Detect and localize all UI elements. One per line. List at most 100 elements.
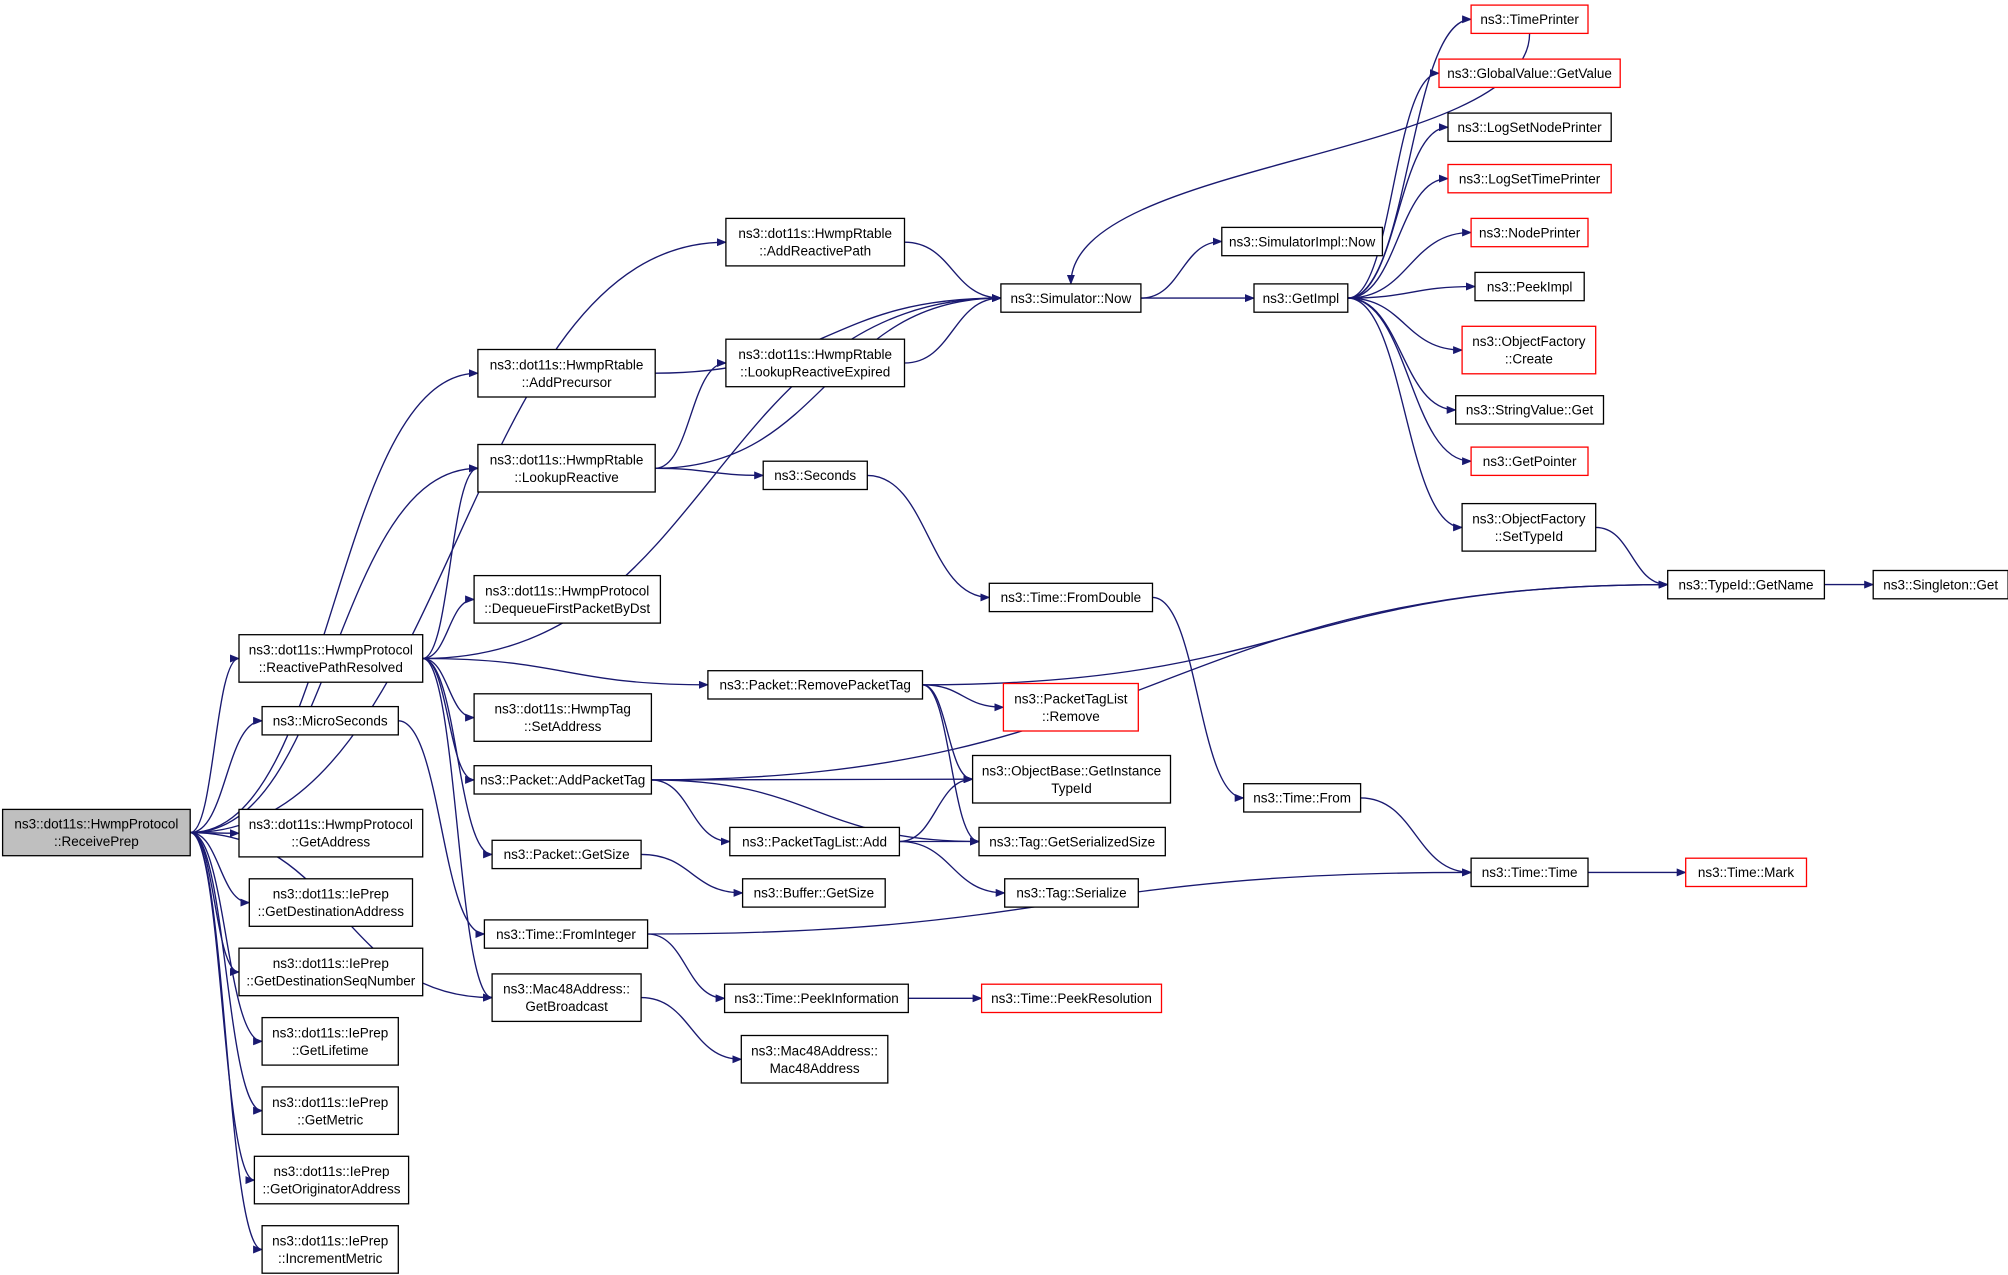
node-box [725, 338, 906, 388]
node-box [988, 582, 1154, 613]
edge-arrow [398, 720, 486, 938]
node-rt-lookup[interactable]: ns3::dot11s::HwmpRtable::LookupReactive [477, 443, 656, 493]
node-singleton-get[interactable]: ns3::Singleton::Get [1872, 569, 2008, 600]
node-box [1470, 217, 1589, 248]
node-time-peekres[interactable]: ns3::Time::PeekResolution [980, 983, 1163, 1014]
node-pkt-getsize[interactable]: ns3::Packet::GetSize [491, 839, 642, 870]
node-time-peekinfo[interactable]: ns3::Time::PeekInformation [723, 983, 909, 1014]
node-getimpl[interactable]: ns3::GetImpl [1253, 283, 1349, 313]
node-ie-inc[interactable]: ns3::dot11s::IePrep::IncrementMetric [261, 1225, 399, 1274]
edge-hp-resolved-to-mac-bcast [422, 657, 494, 1002]
node-mac-bcast[interactable]: ns3::Mac48Address::GetBroadcast [491, 973, 642, 1023]
node-seconds[interactable]: ns3::Seconds [762, 460, 868, 491]
node-box [1461, 325, 1597, 375]
edge-arrow [190, 831, 240, 976]
node-buf-getsize[interactable]: ns3::Buffer::GetSize [741, 878, 886, 908]
node-ie-orig[interactable]: ns3::dot11s::IePrep::GetOriginatorAddres… [253, 1155, 410, 1205]
node-box [261, 705, 399, 736]
node-sim-now[interactable]: ns3::Simulator::Now [1000, 283, 1142, 313]
node-rt-addreactive[interactable]: ns3::dot11s::HwmpRtable::AddReactivePath [725, 217, 906, 267]
node-box [1474, 271, 1585, 302]
node-label: ns3::NodePrinter [1479, 225, 1581, 240]
edge-pkt-getsize-to-buf-getsize [641, 853, 744, 897]
node-hp-resolved[interactable]: ns3::dot11s::HwmpProtocol::ReactivePathR… [238, 634, 424, 683]
node-box [978, 826, 1166, 857]
node-micro[interactable]: ns3::MicroSeconds [261, 705, 399, 736]
node-label: ns3::Mac48Address:: [503, 982, 630, 997]
node-ie-metric[interactable]: ns3::dot11s::IePrep::GetMetric [261, 1086, 399, 1136]
node-sv-get[interactable]: ns3::StringValue::Get [1455, 395, 1605, 425]
node-time-from[interactable]: ns3::Time::From [1243, 783, 1362, 813]
node-ptl-remove[interactable]: ns3::PacketTagList::Remove [1002, 682, 1139, 732]
node-log-node[interactable]: ns3::LogSetNodePrinter [1447, 112, 1612, 143]
edge-arrow [1347, 174, 1449, 299]
edge-arrow [922, 684, 980, 846]
node-getpointer[interactable]: ns3::GetPointer [1470, 446, 1589, 477]
node-typeid-getname[interactable]: ns3::TypeId::GetName [1667, 569, 1826, 600]
node-simimpl-now[interactable]: ns3::SimulatorImpl::Now [1221, 226, 1384, 257]
node-ie-dest[interactable]: ns3::dot11s::IePrep::GetDestinationAddre… [248, 878, 414, 927]
node-nodeprinter[interactable]: ns3::NodePrinter [1470, 217, 1589, 248]
edge-arrow [422, 595, 476, 660]
node-tag-getser[interactable]: ns3::Tag::GetSerializedSize [978, 826, 1166, 857]
edge-root-to-rt-addprec [190, 369, 479, 834]
edge-getimpl-to-of-create [1347, 297, 1464, 355]
node-of-create[interactable]: ns3::ObjectFactory::Create [1461, 325, 1597, 375]
edge-arrow [1347, 69, 1440, 299]
node-box [261, 1016, 399, 1066]
edge-root-to-ie-metric [190, 831, 264, 1115]
node-tag-setaddr[interactable]: ns3::dot11s::HwmpTag::SetAddress [473, 693, 653, 742]
node-rt-lookupexp[interactable]: ns3::dot11s::HwmpRtable::LookupReactiveE… [725, 338, 906, 388]
node-label: ns3::PacketTagList::Add [742, 834, 887, 849]
node-pkt-addtag[interactable]: ns3::Packet::AddPacketTag [473, 765, 653, 795]
node-box [491, 973, 642, 1023]
edge-root-to-ie-dest [190, 831, 251, 907]
node-gv-getvalue[interactable]: ns3::GlobalValue::GetValue [1438, 58, 1621, 89]
node-label: ns3::dot11s::HwmpProtocol [485, 583, 649, 598]
node-box [238, 808, 424, 858]
edge-sim-now-to-simimpl-now [1140, 237, 1223, 299]
node-tag-ser[interactable]: ns3::Tag::Serialize [1004, 878, 1139, 908]
node-time-time[interactable]: ns3::Time::Time [1470, 857, 1589, 888]
node-time-mark[interactable]: ns3::Time::Mark [1685, 857, 1808, 888]
node-time-fromint[interactable]: ns3::Time::FromInteger [483, 919, 649, 949]
node-ie-life[interactable]: ns3::dot11s::IePrep::GetLifetime [261, 1016, 399, 1066]
node-label: TypeId [1051, 781, 1092, 796]
node-hp-dequeue[interactable]: ns3::dot11s::HwmpProtocol::DequeueFirstP… [473, 574, 662, 624]
node-label: ns3::Time::PeekResolution [991, 991, 1152, 1006]
node-label: ns3::TimePrinter [1480, 12, 1579, 27]
node-label: ns3::dot11s::IePrep [273, 887, 389, 902]
node-mac-ctor[interactable]: ns3::Mac48Address::Mac48Address [740, 1034, 889, 1084]
node-box [1461, 502, 1597, 552]
node-box [491, 839, 642, 870]
node-box [1470, 446, 1589, 477]
node-timeprinter[interactable]: ns3::TimePrinter [1470, 4, 1589, 35]
node-ptl-add[interactable]: ns3::PacketTagList::Add [729, 826, 901, 857]
node-box [1221, 226, 1384, 257]
node-rt-addprec[interactable]: ns3::dot11s::HwmpRtable::AddPrecursor [477, 348, 656, 398]
edge-pkt-addtag-to-ptl-add [651, 779, 731, 846]
edge-arrow [190, 831, 264, 1046]
node-label: ::GetLifetime [292, 1043, 369, 1058]
node-peekimpl[interactable]: ns3::PeekImpl [1474, 271, 1585, 302]
node-label: ns3::dot11s::HwmpRtable [490, 452, 644, 467]
node-label: ns3::dot11s::IePrep [273, 956, 389, 971]
node-label: ns3::dot11s::IePrep [272, 1025, 388, 1040]
node-of-settypeid[interactable]: ns3::ObjectFactory::SetTypeId [1461, 502, 1597, 552]
node-label: ::DequeueFirstPacketByDst [484, 601, 650, 616]
node-hp-getaddr[interactable]: ns3::dot11s::HwmpProtocol::GetAddress [238, 808, 424, 858]
node-root[interactable]: ns3::dot11s::HwmpProtocol::ReceivePrep [1, 808, 191, 857]
node-ie-seq[interactable]: ns3::dot11s::IePrep::GetDestinationSeqNu… [238, 947, 424, 997]
node-time-fromdouble[interactable]: ns3::Time::FromDouble [988, 582, 1154, 613]
node-label: ns3::Time::From [1253, 791, 1351, 806]
edge-rt-lookup-to-rt-lookupexp [655, 359, 727, 469]
node-label: ::LookupReactiveExpired [740, 365, 890, 380]
edge-hp-resolved-to-rt-lookup [422, 464, 479, 660]
node-pkt-removetag[interactable]: ns3::Packet::RemovePacketTag [707, 670, 924, 700]
node-log-time[interactable]: ns3::LogSetTimePrinter [1447, 163, 1612, 194]
edge-arrow [422, 657, 476, 722]
edge-hp-resolved-to-sim-now [422, 294, 1002, 660]
node-box [725, 217, 906, 267]
node-label: ns3::Packet::AddPacketTag [480, 773, 645, 788]
